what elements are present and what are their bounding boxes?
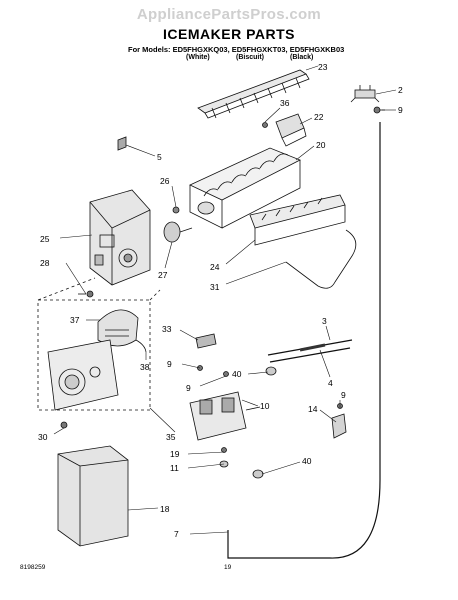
part-thermostat-33 xyxy=(195,333,217,349)
part-screw-28 xyxy=(78,290,94,298)
part-spring-26 xyxy=(172,206,180,214)
color-label-biscuit: (Biscuit) xyxy=(236,54,264,61)
callout-3: 3 xyxy=(322,316,327,326)
callout-36: 36 xyxy=(280,98,290,108)
part-screw-19 xyxy=(221,447,227,453)
part-mold-20 xyxy=(189,147,301,229)
part-front-cover-24 xyxy=(249,194,346,246)
color-label-white: (White) xyxy=(186,54,210,61)
callout-37: 37 xyxy=(70,315,80,325)
callout-28: 28 xyxy=(40,258,50,268)
part-water-line-7 xyxy=(227,122,381,559)
callout-33: 33 xyxy=(162,324,172,334)
part-screw-36 xyxy=(262,122,268,128)
part-water-valve-10 xyxy=(189,391,261,441)
callout-31: 31 xyxy=(210,282,220,292)
part-wire-38 xyxy=(135,339,147,353)
callout-4: 4 xyxy=(328,378,333,388)
callout-9-right: 9 xyxy=(341,390,346,400)
page-number: 19 xyxy=(224,564,232,571)
part-bracket-14 xyxy=(331,413,347,439)
callout-18: 18 xyxy=(160,504,170,514)
callout-27: 27 xyxy=(158,270,168,280)
part-insulation-18 xyxy=(57,445,129,547)
doc-number: 8198259 xyxy=(20,564,46,571)
part-housing-25 xyxy=(89,189,151,286)
callout-20: 20 xyxy=(316,140,326,150)
callout-23: 23 xyxy=(318,62,328,72)
callout-5: 5 xyxy=(157,152,162,162)
callout-9-mid: 9 xyxy=(167,359,172,369)
site-watermark: AppliancePartsPros.com xyxy=(136,6,322,23)
color-label-black: (Black) xyxy=(290,54,314,61)
callout-25: 25 xyxy=(40,234,50,244)
callout-40-lower: 40 xyxy=(302,456,312,466)
page-title: ICEMAKER PARTS xyxy=(163,26,295,42)
part-clip-2 xyxy=(350,85,380,103)
part-grommet-40a xyxy=(265,366,277,376)
callout-10: 10 xyxy=(260,401,270,411)
callout-35: 35 xyxy=(166,432,176,442)
part-fill-cup-22 xyxy=(275,113,307,147)
callout-38: 38 xyxy=(140,362,150,372)
callout-11: 11 xyxy=(170,463,179,473)
callout-2: 2 xyxy=(398,85,403,95)
callout-14: 14 xyxy=(308,404,318,414)
callout-40: 40 xyxy=(232,369,242,379)
part-clip-5 xyxy=(117,136,127,151)
part-screw-30 xyxy=(60,421,68,429)
part-stripper-23 xyxy=(197,69,310,119)
part-screw-9-mid xyxy=(197,365,229,377)
callout-26: 26 xyxy=(160,176,170,186)
part-fill-tube-3-4 xyxy=(267,339,353,363)
part-shutoff-arm-31 xyxy=(285,229,357,289)
part-bearing-27 xyxy=(163,221,193,243)
callout-30: 30 xyxy=(38,432,48,442)
callout-7: 7 xyxy=(174,529,179,539)
sub-assembly-box-35 xyxy=(37,277,161,411)
callout-22: 22 xyxy=(314,112,324,122)
part-module-assembly xyxy=(47,339,119,411)
callout-9-lower: 9 xyxy=(186,383,191,393)
part-motor-37 xyxy=(97,309,139,347)
part-grommet-40b xyxy=(252,469,264,479)
callout-19: 19 xyxy=(170,449,180,459)
callout-9: 9 xyxy=(398,105,403,115)
callout-24: 24 xyxy=(210,262,220,272)
models-line: For Models: ED5FHGXKQ03, ED5FHGXKT03, ED… xyxy=(128,45,345,54)
